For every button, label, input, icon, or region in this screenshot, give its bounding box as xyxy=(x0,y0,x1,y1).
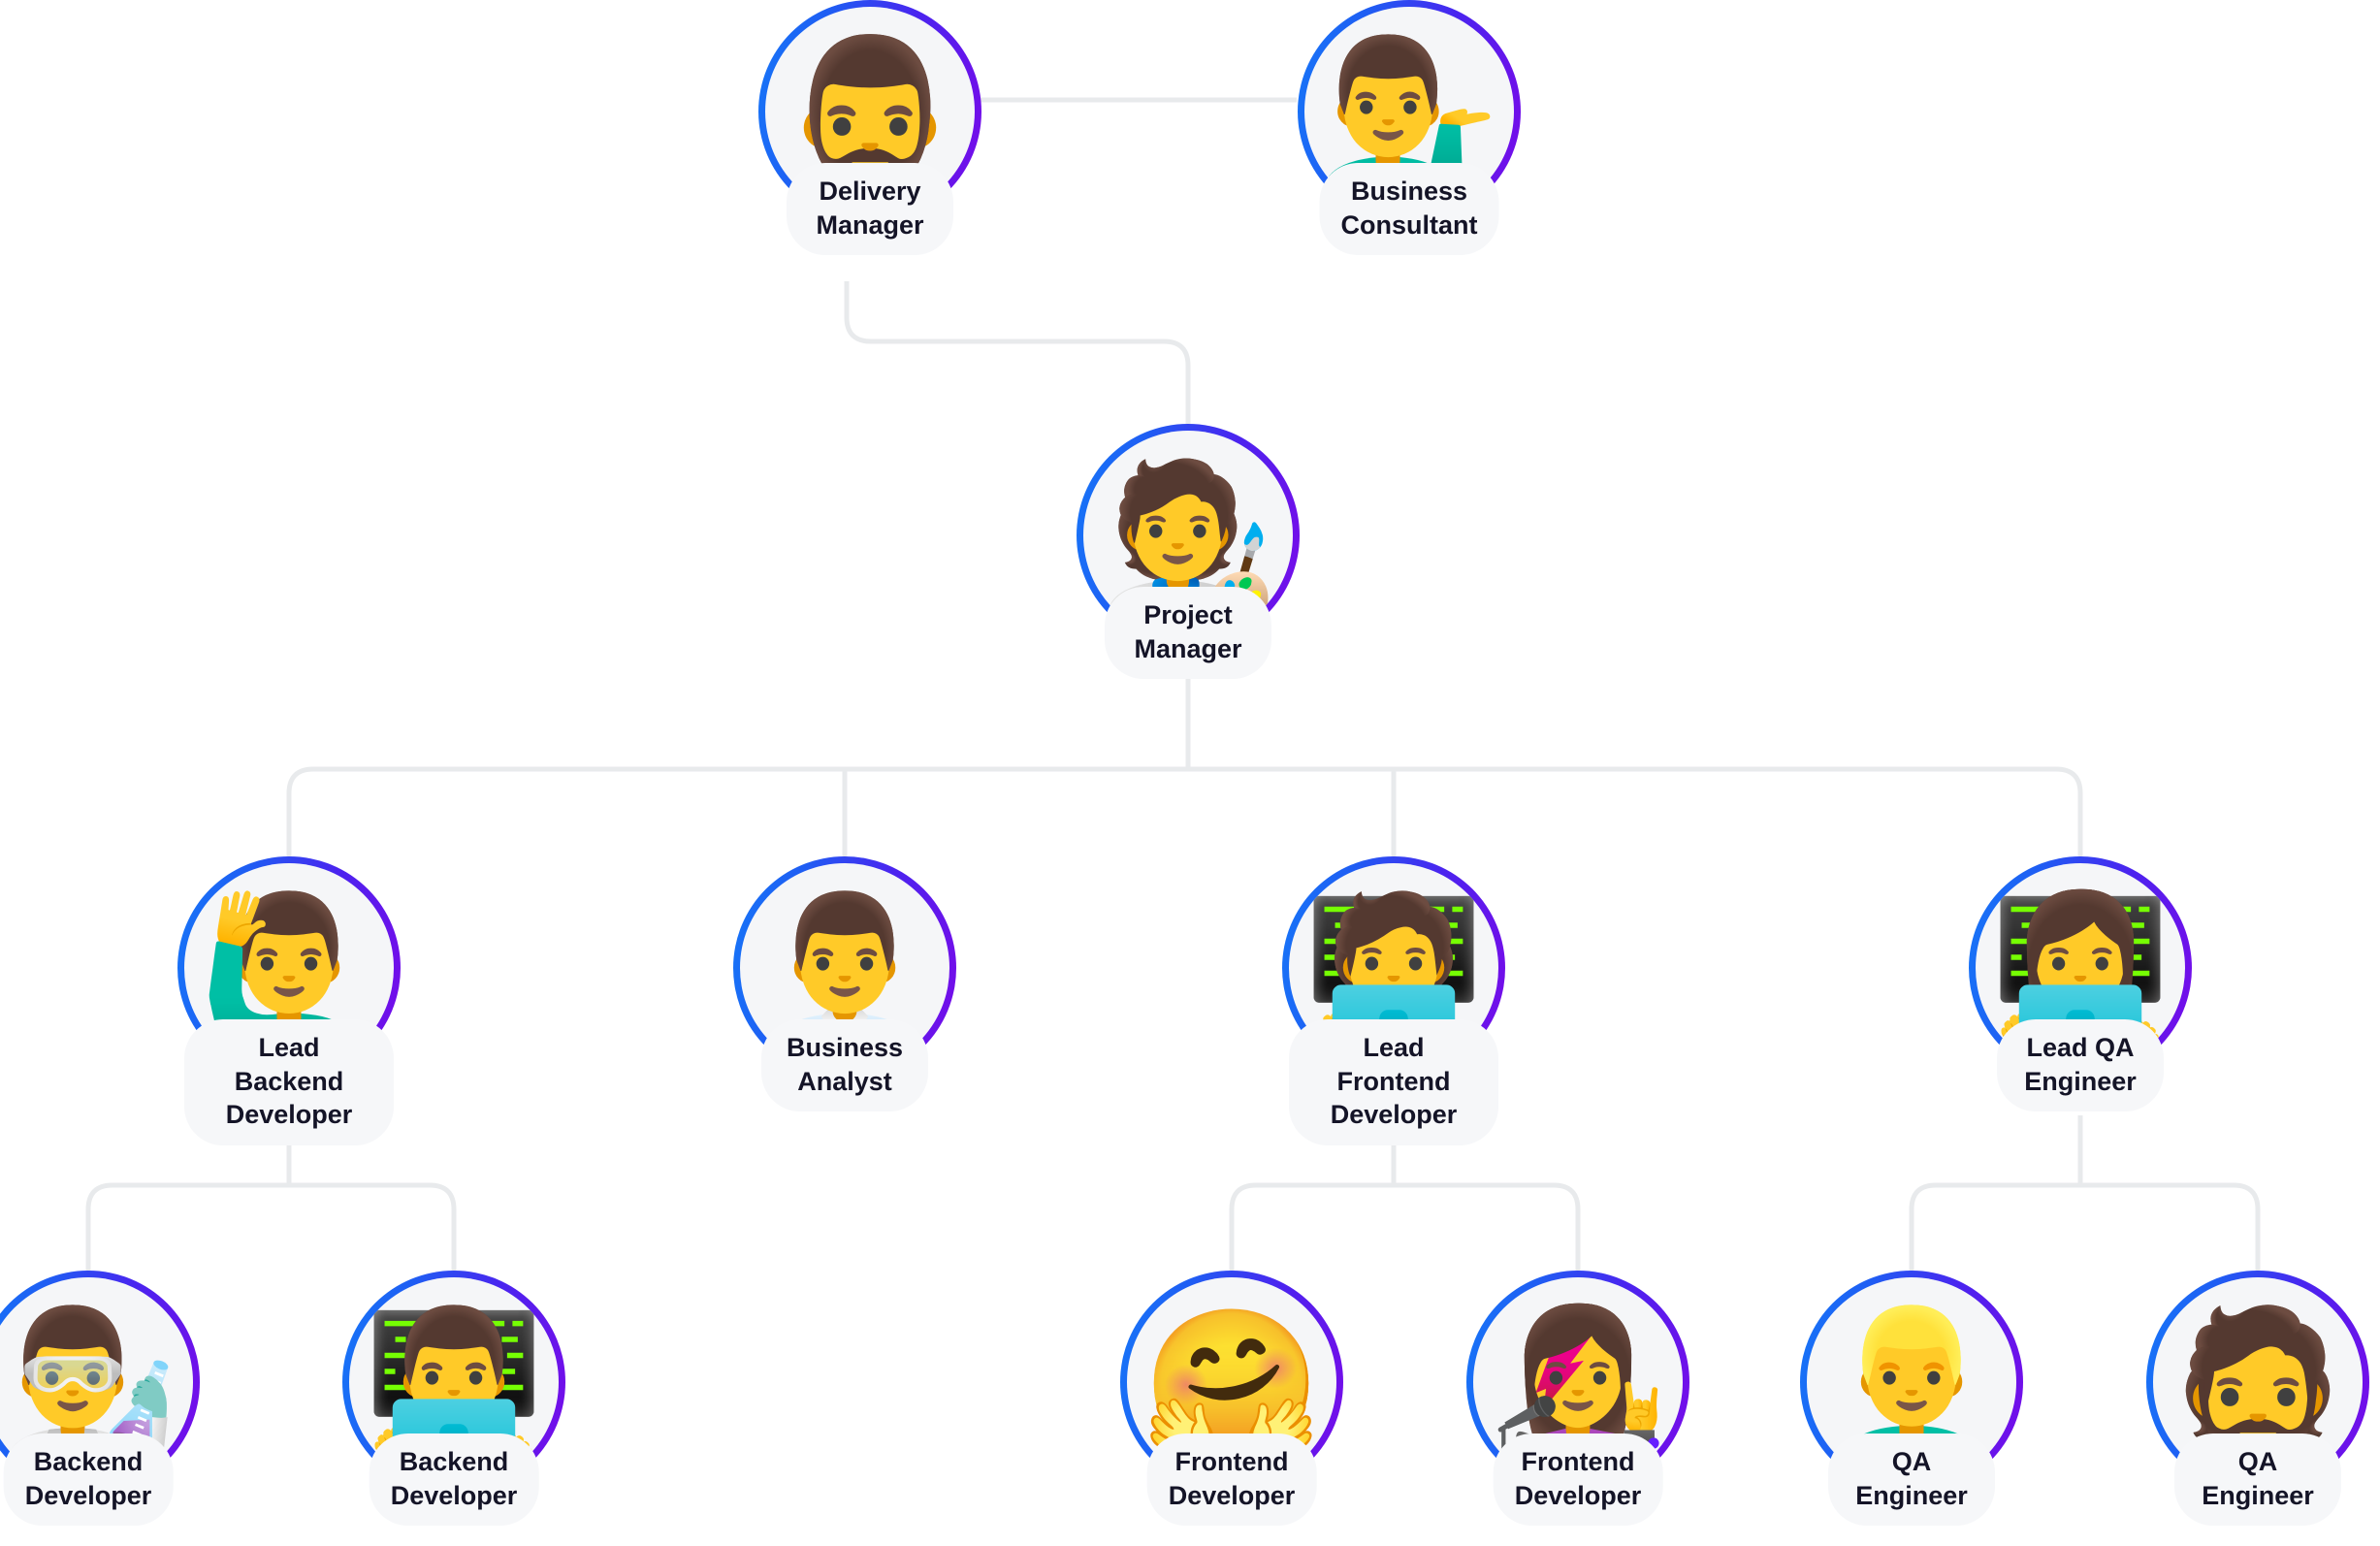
memoji-auburn-hair-hands-on-cheeks-icon: 🤗 xyxy=(1141,1303,1323,1465)
node-label-delivery-manager: Delivery Manager xyxy=(787,163,953,256)
memoji-black-hair-waving-icon: 💁‍♂️ xyxy=(1318,32,1500,195)
org-node-backend-developer-2[interactable]: 👨‍💻 Backend Developer xyxy=(342,1271,565,1527)
node-label-lead-backend-developer: Lead Backend Developer xyxy=(184,1019,394,1145)
memoji-grey-beard-glasses-thumbs-up-icon: 🧔‍♂️ xyxy=(779,32,961,195)
memoji-olive-cap-long-hair-icon: 👩‍🎤 xyxy=(1487,1303,1669,1465)
node-label-business-analyst: Business Analyst xyxy=(761,1019,928,1112)
org-node-backend-developer-1[interactable]: 👨‍🔬 Backend Developer xyxy=(0,1271,200,1527)
node-label-qa-engineer-1: QA Engineer xyxy=(1828,1433,1995,1527)
memoji-blonde-quiff-glasses-icon: 👱‍♂️ xyxy=(1820,1303,2003,1465)
node-label-backend-developer-1: Backend Developer xyxy=(3,1433,174,1527)
memoji-pompadour-glasses-thumbs-up-icon: 👨‍💼 xyxy=(754,888,936,1051)
node-label-qa-engineer-2: QA Engineer xyxy=(2174,1433,2341,1527)
org-node-business-analyst[interactable]: 👨‍💼 Business Analyst xyxy=(733,856,956,1112)
memoji-bald-glasses-behind-laptop-icon: 👨‍💻 xyxy=(363,1303,545,1465)
node-label-lead-frontend-developer: Lead Frontend Developer xyxy=(1289,1019,1498,1145)
org-node-business-consultant[interactable]: 💁‍♂️ Business Consultant xyxy=(1298,0,1521,256)
node-label-frontend-developer-1: Frontend Developer xyxy=(1146,1433,1317,1527)
node-label-frontend-developer-2: Frontend Developer xyxy=(1493,1433,1663,1527)
memoji-red-beanie-winking-glasses-icon: 🧑‍🎨 xyxy=(1097,456,1279,619)
memoji-woman-behind-laptop-icon: 👩‍💻 xyxy=(1989,888,2171,1051)
node-label-lead-qa-engineer: Lead QA Engineer xyxy=(1997,1019,2164,1112)
org-node-lead-frontend-developer[interactable]: 🧑‍💻 Lead Frontend Developer xyxy=(1282,856,1505,1145)
org-node-lead-backend-developer[interactable]: 🙋‍♂️ Lead Backend Developer xyxy=(177,856,401,1145)
node-label-backend-developer-2: Backend Developer xyxy=(369,1433,539,1527)
node-label-project-manager: Project Manager xyxy=(1105,587,1271,680)
org-node-lead-qa-engineer[interactable]: 👩‍💻 Lead QA Engineer xyxy=(1969,856,2192,1112)
org-node-project-manager[interactable]: 🧑‍🎨 Project Manager xyxy=(1077,424,1300,680)
memoji-ginger-hair-round-glasses-icon: 👨‍🔬 xyxy=(0,1303,179,1465)
memoji-black-cap-glasses-thumbs-up-icon: 🧑‍💻 xyxy=(1303,888,1485,1051)
org-node-frontend-developer-2[interactable]: 👩‍🎤 Frontend Developer xyxy=(1466,1271,1689,1527)
memoji-brown-hair-raising-hand-icon: 🙋‍♂️ xyxy=(198,888,380,1051)
org-node-qa-engineer-2[interactable]: 🧔 QA Engineer xyxy=(2146,1271,2369,1527)
memoji-moustache-round-glasses-peace-icon: 🧔 xyxy=(2167,1303,2349,1465)
node-label-business-consultant: Business Consultant xyxy=(1319,163,1499,256)
org-node-frontend-developer-1[interactable]: 🤗 Frontend Developer xyxy=(1120,1271,1343,1527)
org-node-delivery-manager[interactable]: 🧔‍♂️ Delivery Manager xyxy=(758,0,981,256)
org-node-qa-engineer-1[interactable]: 👱‍♂️ QA Engineer xyxy=(1800,1271,2023,1527)
